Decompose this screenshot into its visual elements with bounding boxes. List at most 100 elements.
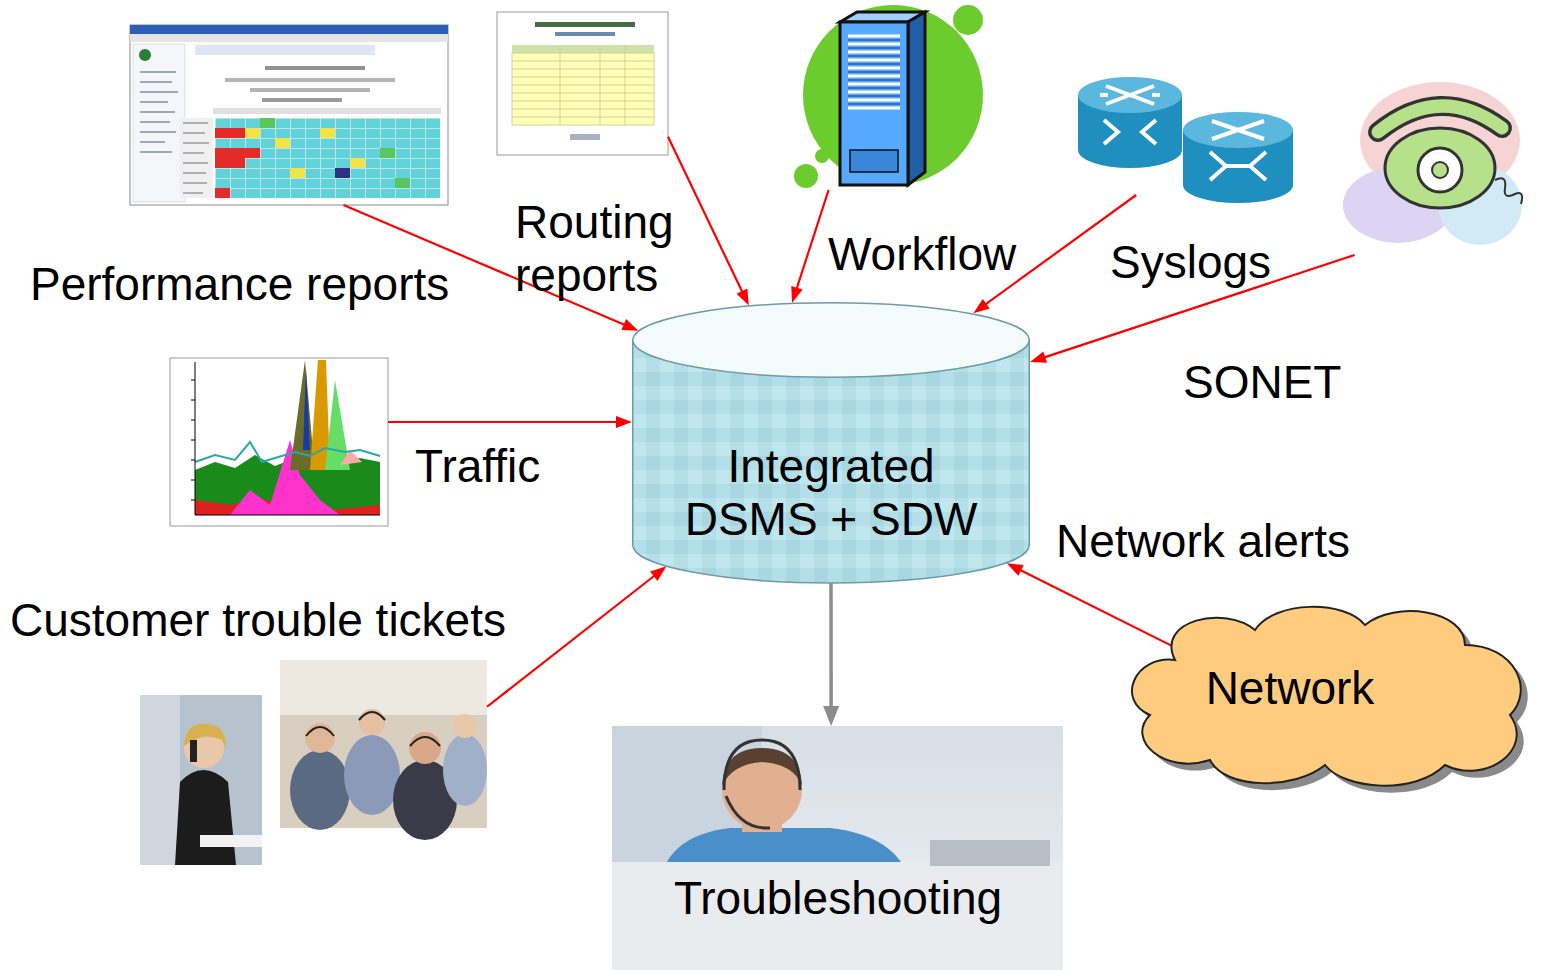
- performance-report-screenshot: [265, 66, 365, 70]
- report-source: Routing reports: [497, 12, 668, 155]
- router-icons: [1100, 86, 1160, 104]
- performance-report-screenshot: [183, 123, 209, 193]
- performance-report-screenshot: [180, 118, 213, 198]
- connector-line: [487, 574, 656, 707]
- performance-report-screenshot: [215, 128, 230, 138]
- text-holder: SONET: [1183, 356, 1341, 409]
- text-holder: Syslogs: [1110, 236, 1271, 289]
- traffic-chart: [170, 358, 388, 526]
- performance-report-screenshot: [395, 178, 410, 188]
- performance-report-screenshot: [260, 118, 275, 128]
- text-holder: Routing reports: [515, 196, 695, 302]
- router-icons: [1078, 77, 1182, 113]
- routing-report-screenshot: [555, 32, 615, 36]
- performance-report-screenshot: [130, 25, 448, 205]
- routing-report-screenshot: [570, 134, 600, 140]
- arrow-head: [1007, 563, 1024, 576]
- node-label: Workflow: [828, 228, 1016, 281]
- connector-arrow: [791, 190, 828, 303]
- performance-report-screenshot: [139, 49, 151, 61]
- customer-photos: [140, 695, 180, 865]
- performance-report-screenshot: [140, 72, 178, 152]
- server-icon: [794, 5, 983, 188]
- arrow-head: [616, 416, 632, 428]
- performance-report-screenshot: [250, 88, 370, 92]
- connector-arrow: [487, 566, 666, 706]
- telephone-icon: [1378, 106, 1502, 132]
- telephone-icon: [1432, 162, 1448, 178]
- routing-report-screenshot: [535, 22, 635, 27]
- arrow-head: [973, 299, 989, 313]
- node-label: Syslogs: [1110, 236, 1271, 289]
- performance-report-screenshot: [275, 138, 290, 148]
- arrow-head: [1030, 351, 1047, 362]
- operator-photo: [724, 740, 800, 790]
- performance-report-screenshot: [380, 148, 395, 158]
- customer-photos: [190, 740, 197, 762]
- node-label: SONET: [1183, 356, 1341, 409]
- connector-arrow: [388, 416, 632, 428]
- telephone-icon: [1343, 82, 1522, 245]
- customer-photos: [280, 660, 487, 715]
- performance-report-screenshot: [245, 128, 365, 178]
- node-label: Performance reports: [30, 258, 449, 311]
- node-label: Troubleshooting: [674, 872, 1002, 925]
- performance-report-screenshot: [350, 158, 365, 168]
- arrow-head: [650, 566, 666, 581]
- connector-line: [796, 190, 829, 291]
- operator-photo: [612, 862, 1063, 970]
- customer-photos: [306, 712, 440, 746]
- operator-photo: [612, 726, 1063, 970]
- customer-photos: [453, 714, 477, 738]
- routing-report-screenshot: [497, 12, 668, 155]
- server-icon: [803, 5, 983, 185]
- telephone-icon: [1418, 148, 1462, 192]
- traffic-chart: [195, 442, 380, 462]
- customer-photos: [443, 734, 487, 806]
- traffic-chart: [191, 362, 380, 515]
- ticket-source: Customer trouble tickets: [140, 660, 487, 865]
- chart-source: Traffic: [170, 358, 388, 526]
- text-holder: Network: [1206, 662, 1375, 715]
- routing-report-screenshot: [497, 12, 668, 155]
- routing-report-screenshot: [512, 45, 654, 53]
- telephone-icon: [1385, 128, 1495, 208]
- arrow-head: [737, 289, 749, 306]
- customer-photos: [140, 695, 262, 865]
- performance-report-screenshot: [130, 25, 448, 205]
- report-source: Performance reports: [130, 25, 448, 205]
- telephone-icon: [1495, 178, 1522, 204]
- router-source: Syslogs: [1075, 75, 1300, 195]
- server-icon: [850, 150, 898, 172]
- performance-report-screenshot: [215, 118, 440, 198]
- performance-report-screenshot: [335, 168, 350, 178]
- node-label: Network: [1206, 662, 1375, 715]
- traffic-chart: [303, 368, 310, 450]
- performance-report-screenshot: [215, 148, 230, 158]
- performance-report-screenshot: [195, 45, 375, 55]
- performance-report-screenshot: [230, 128, 245, 138]
- connector-arrow: [1007, 563, 1175, 647]
- customer-photos: [175, 770, 236, 865]
- cylinder-outline: [633, 303, 1030, 378]
- telephone-icon: [1378, 106, 1502, 132]
- cloud-outline: [1132, 607, 1521, 786]
- performance-report-screenshot: [245, 128, 260, 138]
- node-label: Routing reports: [515, 196, 695, 302]
- connector-arrow: [823, 583, 839, 726]
- performance-report-screenshot: [215, 188, 230, 198]
- routing-report-screenshot: [512, 53, 654, 125]
- arrow-head: [621, 319, 638, 331]
- performance-report-screenshot: [130, 34, 448, 42]
- node-label: Customer trouble tickets: [10, 594, 506, 647]
- server-icon: [815, 149, 829, 163]
- text-holder: Integrated DSMS + SDW: [666, 440, 996, 546]
- text-holder: Performance reports: [30, 258, 449, 311]
- router-icons: [1104, 120, 1156, 144]
- performance-report-screenshot: [320, 128, 335, 138]
- routing-report-screenshot: [512, 45, 654, 125]
- performance-report-screenshot: [225, 78, 395, 82]
- server-icon: [848, 36, 900, 108]
- performance-report-screenshot: [230, 148, 245, 158]
